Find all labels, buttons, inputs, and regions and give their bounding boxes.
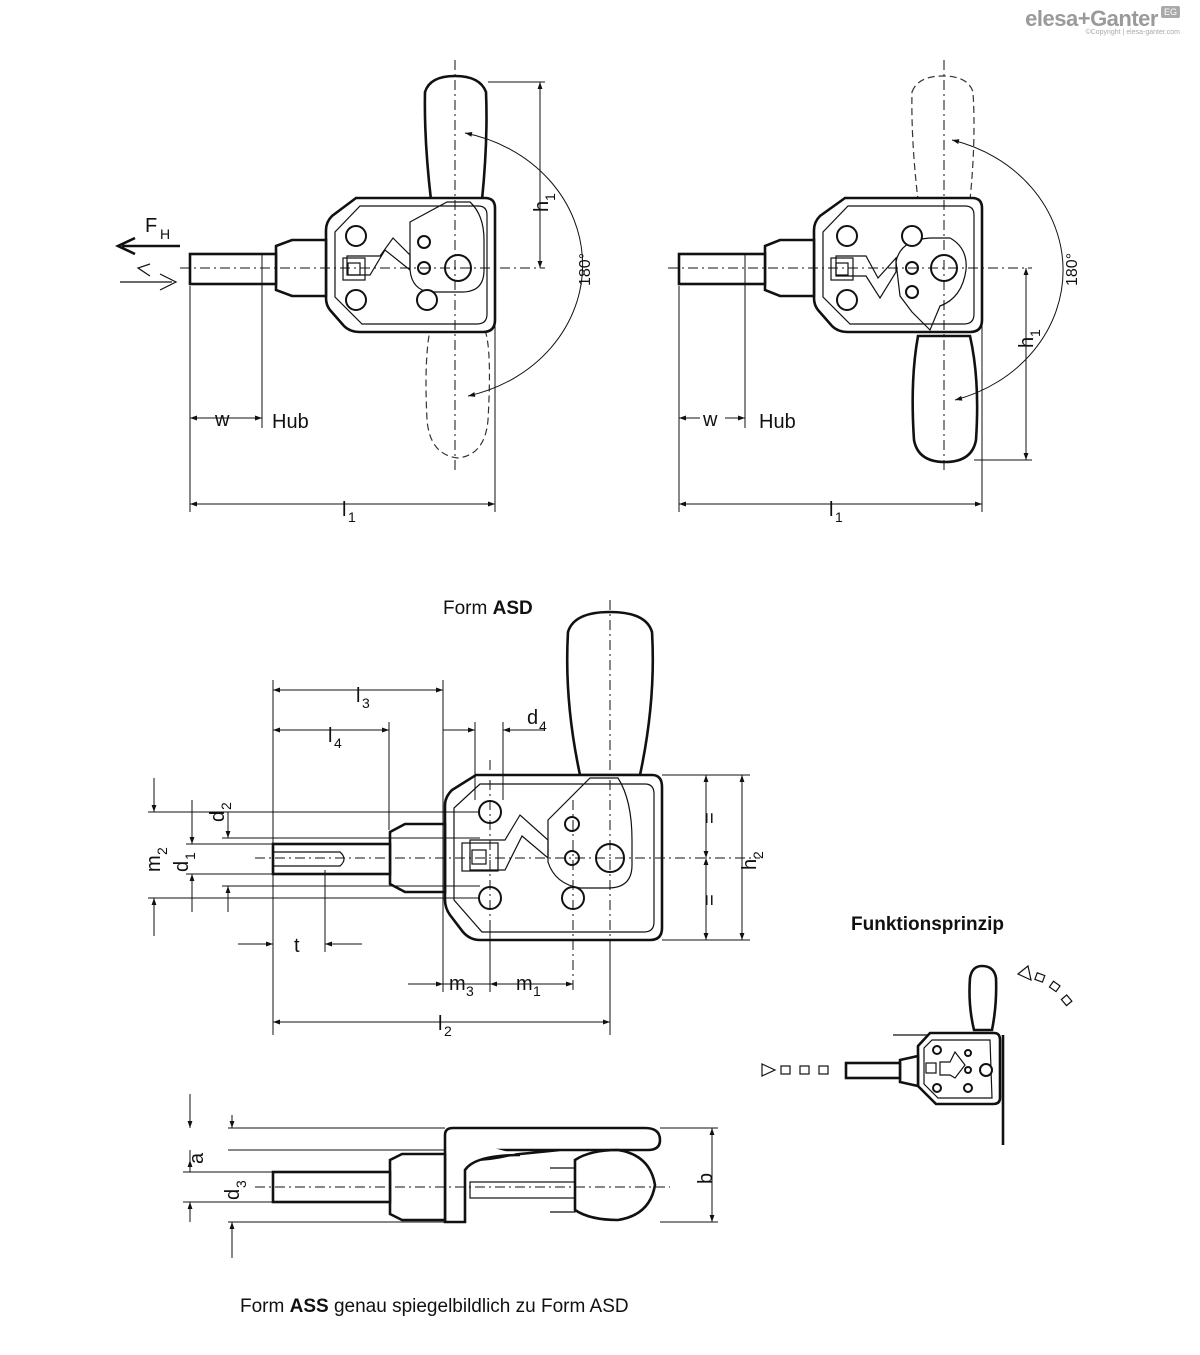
- form-asd-title: Form ASD: [443, 598, 533, 619]
- b-label: b: [695, 1173, 717, 1184]
- d1-label: d: [171, 861, 193, 872]
- svg-text:4: 4: [539, 718, 547, 734]
- d4-label: d: [527, 707, 538, 729]
- svg-text:H: H: [160, 226, 170, 242]
- svg-text:2: 2: [154, 847, 170, 855]
- svg-text:1: 1: [835, 509, 843, 525]
- equal-mark: =: [699, 812, 721, 824]
- svg-text:1: 1: [1027, 329, 1043, 337]
- view-side: a d 3 b: [183, 1094, 718, 1258]
- a-label: a: [186, 1152, 208, 1164]
- footer-note: Form ASS genau spiegelbildlich zu Form A…: [240, 1296, 629, 1317]
- brand-copyright: ©Copyright | elesa-ganter.com: [1085, 29, 1180, 36]
- svg-text:4: 4: [334, 735, 342, 751]
- d3-label: d: [222, 1189, 244, 1200]
- equal-mark: =: [699, 894, 721, 906]
- stroke-label: Hub: [759, 411, 796, 433]
- angle-label: 180°: [577, 253, 594, 286]
- m1-label: m: [516, 973, 533, 995]
- w-label: w: [702, 409, 718, 431]
- l2-label: l: [438, 1013, 442, 1035]
- t-label: t: [294, 935, 300, 957]
- svg-text:2: 2: [750, 851, 766, 859]
- svg-text:1: 1: [542, 193, 558, 201]
- brand-badge: EG: [1160, 6, 1180, 18]
- view-top-right: w Hub l 1 h 1 180°: [668, 60, 1081, 525]
- svg-text:1: 1: [348, 509, 356, 525]
- view-top-left: F H w Hub l 1 h 1 180°: [114, 60, 594, 525]
- h2-label: h: [739, 859, 761, 870]
- stroke-label: Hub: [272, 411, 309, 433]
- l4-label: l: [328, 725, 332, 747]
- m2-label: m: [143, 855, 165, 872]
- w-label: w: [214, 409, 230, 431]
- force-label: F: [145, 215, 157, 237]
- view-form-asd: Form ASD: [143, 598, 766, 1039]
- d2-label: d: [207, 811, 229, 822]
- angle-label: 180°: [1064, 253, 1081, 286]
- h1-label: h: [531, 201, 553, 212]
- l1-label: l: [342, 499, 346, 521]
- h1-label: h: [1016, 337, 1038, 348]
- svg-text:3: 3: [233, 1180, 249, 1188]
- svg-text:3: 3: [466, 983, 474, 999]
- svg-text:2: 2: [218, 802, 234, 810]
- svg-text:2: 2: [444, 1023, 452, 1039]
- l3-label: l: [356, 685, 360, 707]
- svg-text:1: 1: [533, 983, 541, 999]
- svg-text:1: 1: [182, 852, 198, 860]
- svg-text:3: 3: [362, 695, 370, 711]
- function-principle-title: Funktionsprinzip: [851, 914, 1004, 935]
- function-principle: Funktionsprinzip: [761, 914, 1073, 1145]
- brand-name: elesa+Ganter: [1025, 6, 1158, 31]
- m3-label: m: [449, 973, 466, 995]
- l1-label: l: [829, 499, 833, 521]
